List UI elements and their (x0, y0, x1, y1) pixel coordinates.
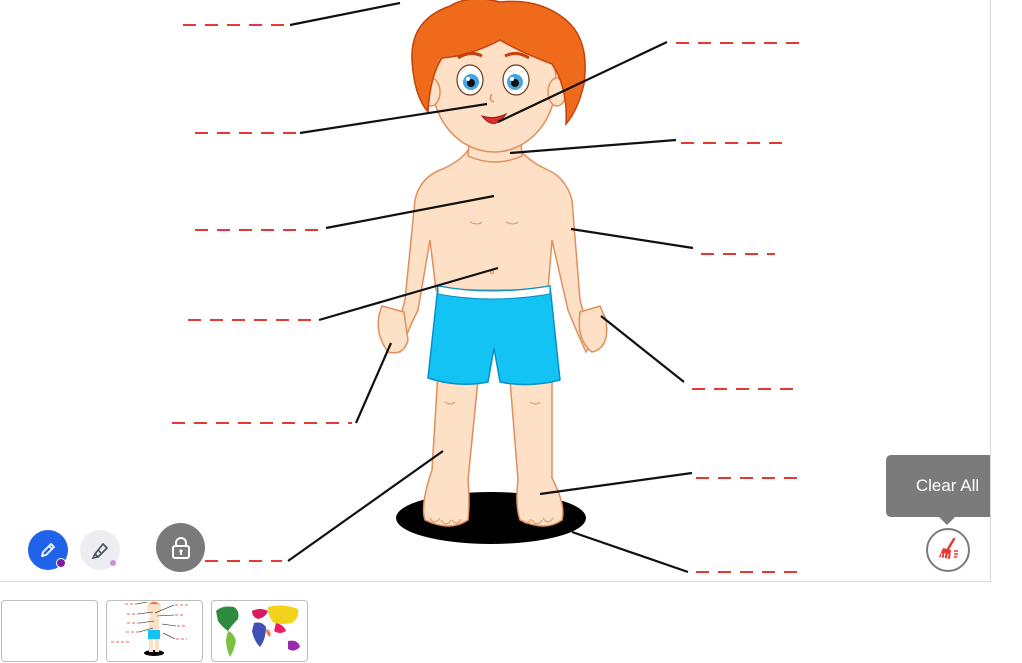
pen-color-dot (56, 558, 66, 568)
label-blanks (172, 24, 806, 573)
drawing-canvas[interactable]: Clear All (0, 0, 991, 582)
clear-all-tooltip: Clear All (886, 455, 990, 525)
eyes (456, 51, 530, 96)
mouth (480, 112, 508, 124)
pen-button[interactable] (28, 530, 68, 570)
highlighter-button[interactable] (80, 530, 120, 570)
slide-thumbnail-body-parts[interactable] (106, 600, 203, 662)
hands (377, 305, 608, 354)
slide-thumbnail-blank[interactable] (1, 600, 98, 662)
waistband (437, 285, 551, 300)
nose (489, 93, 495, 103)
toes (429, 517, 554, 525)
tooltip-text: Clear All (915, 476, 980, 495)
slide-thumbnail-world-map[interactable] (211, 600, 308, 662)
shorts (427, 285, 561, 386)
hair (411, 0, 586, 127)
lock-button[interactable] (156, 523, 205, 572)
body-details (444, 221, 541, 405)
legs (422, 371, 564, 527)
highlighter-color-dot (110, 560, 116, 566)
pointer-lines (287, 1, 694, 574)
highlighter-icon (91, 543, 108, 560)
world-map-thumbnail-image (216, 605, 300, 657)
clear-all-button[interactable] (926, 528, 970, 572)
body-parts-worksheet (172, 0, 806, 574)
lock-icon (171, 536, 190, 559)
broom-icon (939, 537, 958, 560)
body-parts-thumbnail-image (111, 601, 188, 656)
pen-icon (41, 543, 55, 557)
